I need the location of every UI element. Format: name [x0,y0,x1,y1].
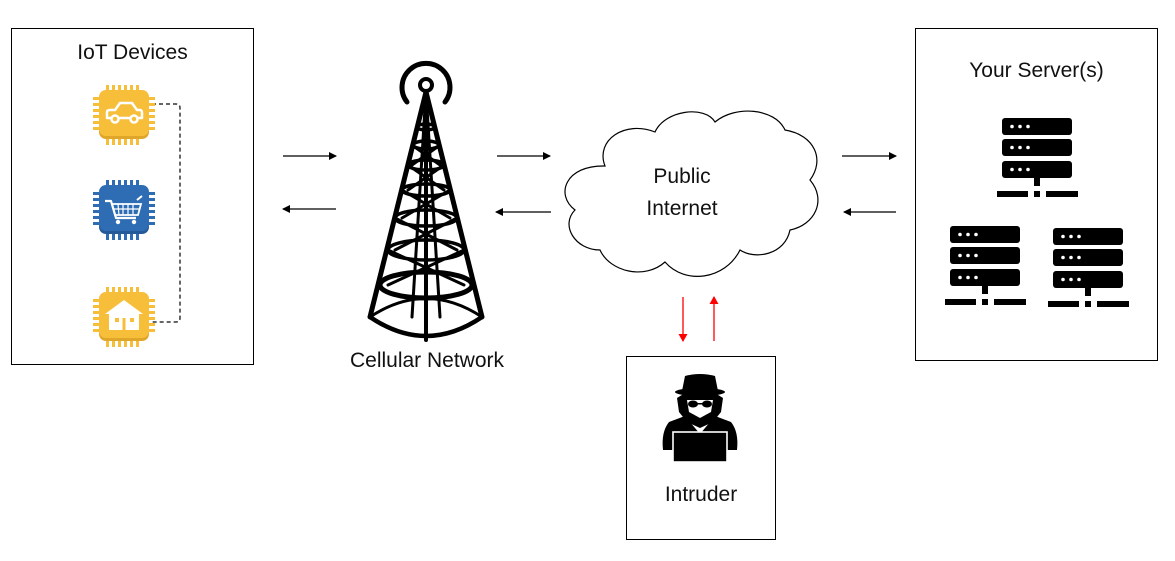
public-internet-label-1: Public [653,165,711,188]
iot-devices-title: IoT Devices [77,41,188,64]
public-internet-label-2: Internet [646,197,718,220]
cloud-icon [564,110,819,277]
house-chip-icon [93,287,155,347]
hacker-icon [662,374,738,463]
car-chip-icon [93,85,155,145]
intruder-label: Intruder [664,483,738,506]
device-group-connector [152,103,181,323]
server-rack-icon [945,226,1026,305]
cell-tower-icon [367,60,485,342]
server-rack-icon [1048,228,1129,307]
server-rack-icon [997,118,1078,197]
cellular-network-label: Cellular Network [349,349,505,372]
cart-chip-icon [93,180,155,240]
servers-title: Your Server(s) [969,59,1104,82]
